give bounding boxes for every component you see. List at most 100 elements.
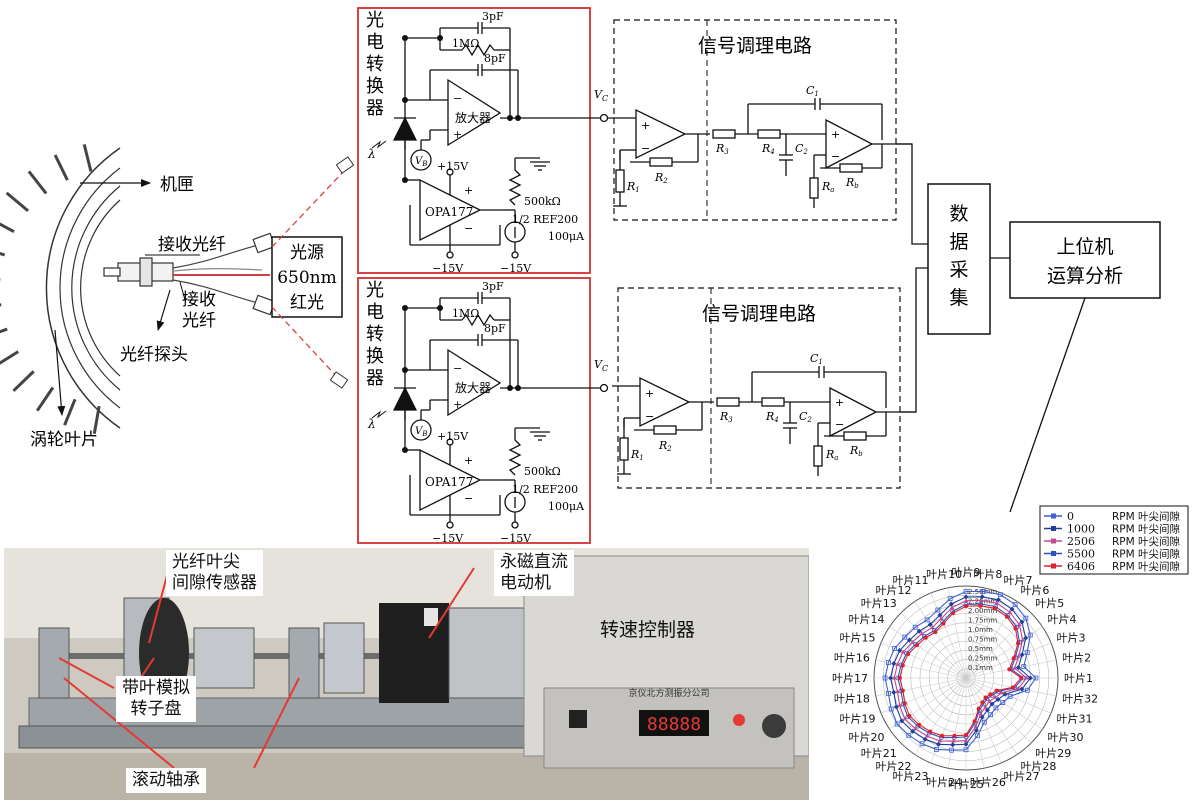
turbine-blade	[37, 387, 53, 410]
turbine-blade	[65, 399, 75, 425]
turbine-blade	[0, 305, 1, 309]
c1-label: C1	[806, 84, 819, 98]
radar-category-label: 叶片2	[1062, 651, 1091, 664]
plus15-label-2: +15V	[437, 430, 469, 443]
radar-point	[1013, 627, 1017, 631]
daq-box: 数 据 采 集	[928, 184, 990, 334]
legend-marker	[1051, 514, 1056, 519]
turbine-blade	[14, 371, 34, 390]
legend-marker	[1051, 539, 1056, 544]
r1-label: R1	[626, 180, 640, 194]
daq-char-4: 集	[949, 287, 968, 309]
rb-label-2: Rb	[849, 444, 863, 458]
svg-text:+: +	[831, 128, 840, 141]
legend-marker	[1051, 526, 1056, 531]
ref200-label-2: 1/2 REF200	[512, 483, 578, 496]
turbine-probe-illustration	[0, 144, 275, 433]
legend-series-unit: RPM 叶尖间隙	[1112, 523, 1181, 536]
radar-point	[1007, 667, 1011, 671]
svg-text:+: +	[645, 387, 654, 400]
light-source-box: 光源 650nm 红光	[272, 237, 342, 317]
radar-point	[1012, 656, 1016, 660]
daq-char-3: 采	[949, 259, 968, 281]
converter-char-4: 换	[366, 76, 384, 97]
radar-point	[984, 696, 988, 700]
probe-arrow	[158, 290, 170, 330]
radar-category-label: 叶片23	[892, 770, 928, 783]
radar-category-label: 叶片10	[926, 568, 962, 581]
svg-text:+: +	[835, 396, 844, 409]
radar-ring-label: 0.1mm	[968, 664, 993, 672]
radar-category-label: 叶片14	[849, 613, 885, 626]
ref200-label: 1/2 REF200	[512, 213, 578, 226]
minus15-label-1-2: −15V	[432, 532, 464, 545]
minus15-label-2-2: −15V	[500, 532, 532, 545]
radar-point	[907, 714, 911, 718]
pot-label-2: 500kΩ	[524, 465, 561, 478]
signal-conditioning-title-2: 信号调理电路	[702, 303, 816, 325]
radar-category-label: 叶片28	[1020, 760, 1056, 773]
radar-point	[901, 663, 905, 667]
radar-category-label: 叶片7	[1004, 574, 1033, 587]
svg-text:−: −	[464, 492, 473, 505]
current-label: 100μA	[548, 230, 585, 243]
converter-char-5-2: 器	[366, 368, 384, 389]
amplifier-label: 放大器	[455, 110, 491, 125]
radar-point	[906, 652, 910, 656]
converter-char-3: 转	[366, 54, 384, 75]
legend-marker	[1051, 564, 1056, 569]
turbine-blade	[29, 171, 46, 193]
test-rig-photo: 88888 京仪北方测振分公司 光纤叶尖间隙传感器 永磁直流电动机 转速控制器 …	[4, 548, 809, 800]
r1-label-2: R1	[630, 448, 644, 462]
turbine-blade	[0, 247, 5, 255]
radar-ring-label: 0.75mm	[968, 636, 997, 644]
radar-category-label: 叶片4	[1047, 613, 1076, 626]
radar-category-label: 叶片29	[1035, 747, 1071, 760]
radar-category-label: 叶片19	[839, 713, 875, 726]
converter-char-4-2: 换	[366, 346, 384, 367]
light-source-label-2: 650nm	[277, 268, 337, 288]
turbine-blade	[0, 219, 14, 232]
radar-category-label: 叶片1	[1064, 672, 1093, 685]
c2-label-2: C2	[799, 410, 812, 424]
daq-char-1: 数	[949, 203, 968, 225]
radar-point	[950, 742, 955, 747]
legend-series-name: 1000	[1067, 523, 1095, 536]
cap-3pf-label-2: 3pF	[482, 280, 504, 293]
res-1m-label-2: 1MΩ	[452, 307, 479, 320]
svg-text:+: +	[453, 398, 462, 411]
bearing-label: 滚动轴承	[126, 768, 206, 793]
radar-point	[917, 723, 921, 727]
radar-point	[915, 643, 919, 647]
plus15-label: +15V	[437, 160, 469, 173]
motor-label: 永磁直流电动机	[494, 550, 574, 596]
radar-point	[1005, 615, 1009, 619]
radar-category-label: 叶片21	[861, 747, 897, 760]
lambda-label-2: λ	[367, 417, 376, 431]
opa-label-2: OPA177	[425, 475, 473, 489]
c2-label: C2	[795, 142, 808, 156]
svg-text:−: −	[835, 418, 844, 431]
svg-text:−: −	[453, 362, 462, 375]
receive-fiber-label-1: 接收光纤	[158, 235, 226, 255]
minus15-label-1: −15V	[432, 262, 464, 275]
radar-ring-label: 0.25mm	[968, 655, 997, 663]
svg-text:+: +	[464, 184, 473, 197]
test-rig-illustration: 88888 京仪北方测振分公司	[4, 548, 809, 800]
radar-spoke	[881, 678, 966, 713]
receive-fiber-label-2a: 接收	[182, 290, 216, 310]
signal-conditioning-title: 信号调理电路	[698, 35, 812, 57]
radar-point	[928, 730, 932, 734]
amplifier-label-2: 放大器	[455, 380, 491, 395]
radar-ring-label: 1.75mm	[968, 617, 997, 625]
radar-point	[1020, 652, 1025, 657]
legend-series-name: 2506	[1067, 535, 1095, 548]
radar-point	[903, 701, 907, 705]
radar-category-label: 叶片12	[876, 584, 912, 597]
radar-point	[951, 611, 955, 615]
radar-point	[891, 690, 896, 695]
radar-point	[953, 734, 957, 738]
current-label-2: 100μA	[548, 500, 585, 513]
radar-point	[941, 622, 945, 626]
cap-3pf-label: 3pF	[482, 10, 504, 23]
